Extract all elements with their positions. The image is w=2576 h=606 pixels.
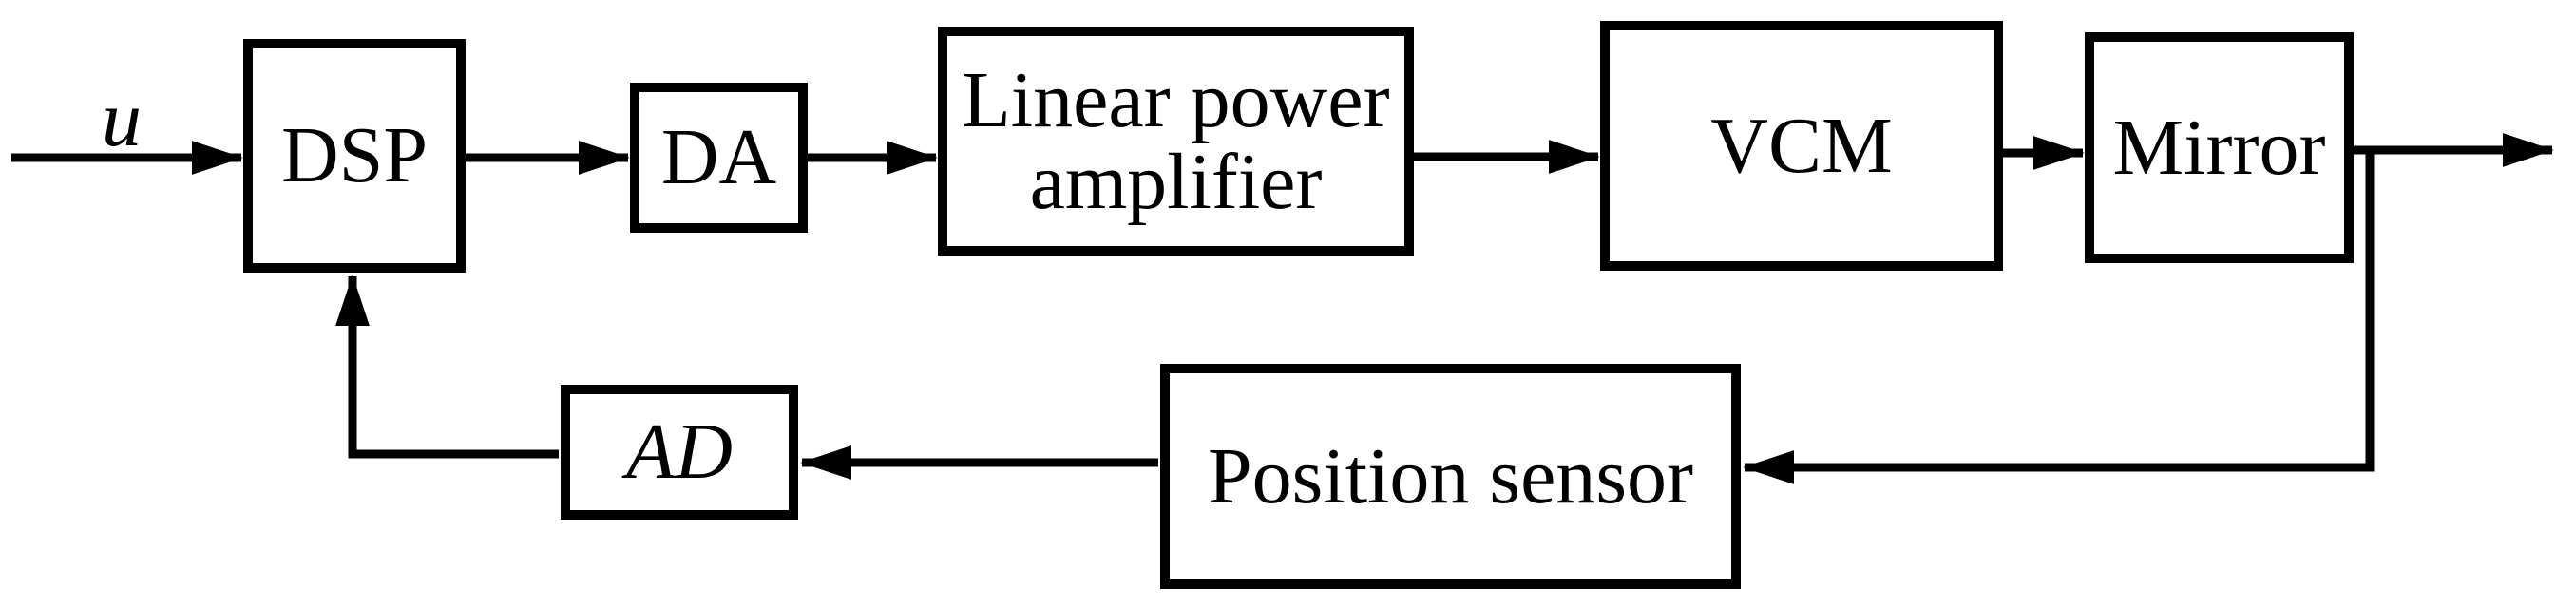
block-vcm: VCM xyxy=(1600,21,2003,271)
block-vcm-label: VCM xyxy=(1710,101,1893,190)
arrow-ad-to-dsp xyxy=(335,275,559,459)
block-ad: AD xyxy=(561,385,798,520)
block-linear-power-amplifier: Linear power amplifier xyxy=(938,27,1414,256)
block-dsp-label: DSP xyxy=(280,111,429,200)
block-da-label: DA xyxy=(660,113,777,202)
arrow-output-to-position-sensor xyxy=(1743,150,2375,484)
block-dsp: DSP xyxy=(243,39,466,273)
block-mirror-label: Mirror xyxy=(2112,103,2326,192)
block-ad-label: AD xyxy=(626,407,733,497)
input-signal-label: u xyxy=(102,75,142,163)
block-da: DA xyxy=(630,83,808,233)
block-position-sensor-label: Position sensor xyxy=(1207,431,1694,521)
block-position-sensor: Position sensor xyxy=(1160,364,1741,589)
block-linear-power-amplifier-label: Linear power amplifier xyxy=(962,55,1390,226)
block-mirror: Mirror xyxy=(2085,32,2354,263)
